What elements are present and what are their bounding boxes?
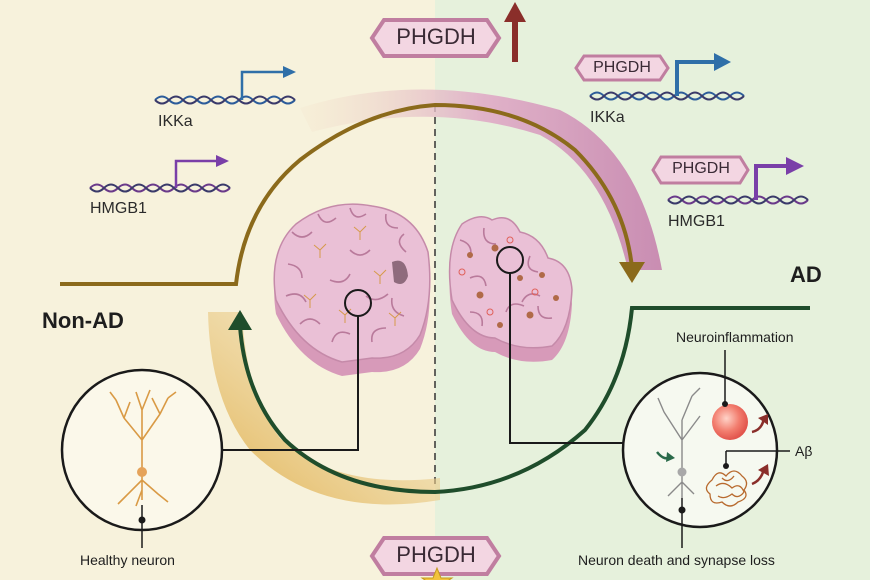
healthy-neuron-icon	[109, 389, 177, 507]
dna-ikka-right	[589, 91, 745, 101]
ad-neuron-circle	[621, 371, 779, 529]
healthy-brain-slice	[273, 203, 431, 376]
ad-leader-line	[509, 273, 640, 444]
neuroinflammation-pointer-dot	[722, 401, 728, 407]
non-ad-label: Non-AD	[42, 308, 124, 333]
top-arc-line	[60, 102, 634, 286]
dna-hmgb1-left	[89, 183, 231, 193]
neuroinflammation-cell	[712, 404, 748, 440]
hmgb1-right-label: HMGB1	[668, 213, 725, 230]
hmgb1-right-promoter-arrow	[754, 164, 790, 200]
healthy-neuron-soma	[137, 467, 147, 477]
phgdh-hmgb1-label: PHGDH	[672, 160, 730, 177]
neuron-loss-arrowhead	[666, 452, 675, 462]
phgdh-top-box	[369, 18, 502, 58]
ikka-left-arrowhead	[283, 66, 296, 78]
bottom-arc-line	[238, 306, 810, 495]
ikka-left-promoter-arrow	[240, 70, 285, 100]
phgdh-ikka-label: PHGDH	[593, 59, 651, 76]
ikka-right-label: IKKa	[590, 109, 625, 126]
dna-hmgb1-right	[667, 195, 809, 205]
inflammation-up-arrowhead	[758, 414, 768, 425]
star-icon	[420, 566, 454, 580]
top-arc-arrowhead	[619, 262, 645, 283]
abeta-label: Aβ	[795, 443, 813, 459]
ad-label: AD	[790, 262, 822, 287]
hmgb1-left-promoter-arrow	[174, 159, 218, 188]
bottom-arc-arrowhead	[228, 310, 252, 330]
ikka-left-label: IKKa	[158, 113, 193, 130]
up-arrow-head	[504, 2, 526, 22]
neuron-death-label: Neuron death and synapse loss	[578, 552, 775, 568]
hmgb1-right-arrowhead	[786, 157, 804, 175]
abeta-pointer-dot	[723, 463, 729, 469]
hmgb1-left-arrowhead	[216, 155, 229, 167]
dna-ikka-left	[154, 95, 296, 105]
healthy-leader-line	[220, 316, 359, 451]
damaged-neuron-icon	[657, 387, 701, 498]
amyloid-plaque	[705, 470, 748, 507]
damaged-neuron-soma	[677, 467, 687, 477]
healthy-neuron-label: Healthy neuron	[80, 552, 175, 568]
pink-transition-arrow	[300, 89, 662, 270]
phgdh-top-label: PHGDH	[396, 24, 476, 49]
ikka-right-arrowhead	[714, 53, 731, 71]
gold-transition-arrow	[208, 312, 440, 505]
healthy-neuron-pointer-dot	[138, 516, 146, 524]
phgdh-ikka-box	[574, 54, 670, 82]
phgdh-hmgb1-box	[651, 155, 750, 185]
abeta-up-arrowhead	[758, 464, 769, 476]
neuroinflammation-label: Neuroinflammation	[676, 329, 794, 345]
ad-neuron-pointer-dot	[678, 506, 686, 514]
hmgb1-left-label: HMGB1	[90, 200, 147, 217]
phgdh-bottom-label: PHGDH	[396, 542, 476, 567]
phgdh-bottom-box	[369, 536, 502, 576]
ikka-right-promoter-arrow	[675, 60, 718, 96]
